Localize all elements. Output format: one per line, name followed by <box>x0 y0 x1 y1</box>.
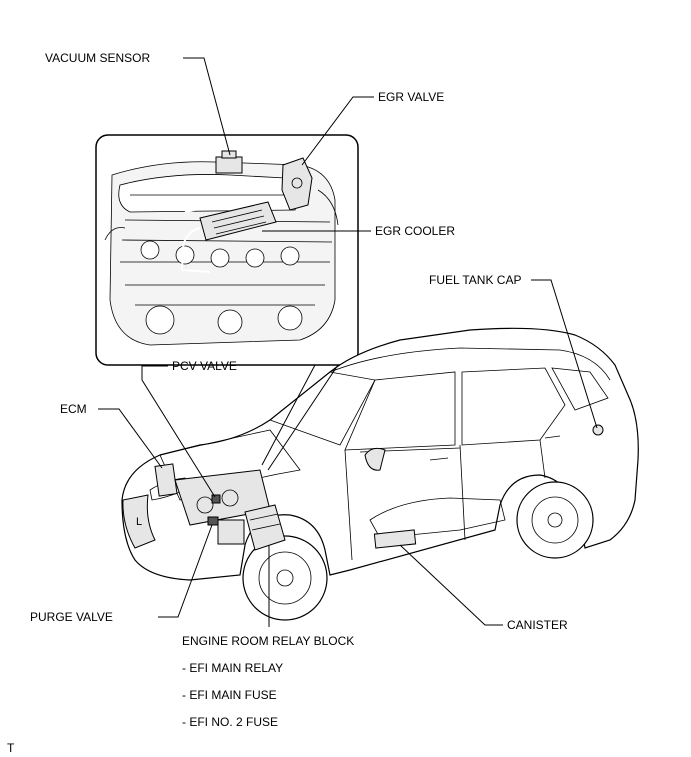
ecm-part <box>154 463 178 497</box>
brand-emblem-icon: L <box>136 516 142 528</box>
canister-part <box>373 529 417 549</box>
label-fuel-tank-cap: FUEL TANK CAP <box>429 273 521 287</box>
label-pcv-valve: PCV VALVE <box>172 359 237 373</box>
egr-valve-part <box>281 157 313 211</box>
label-egr-cooler: EGR COOLER <box>375 224 455 238</box>
purge-valve-part <box>207 516 219 526</box>
pcv-valve-part <box>211 494 221 504</box>
label-egr-valve: EGR VALVE <box>378 90 444 104</box>
label-canister: CANISTER <box>507 618 568 632</box>
footer-code: T <box>7 741 15 755</box>
vacuum-sensor-part <box>215 150 243 174</box>
rear-wheel <box>516 481 594 559</box>
relay-block-item: - EFI NO. 2 FUSE <box>182 715 278 729</box>
front-wheel <box>242 535 328 621</box>
label-engine-room-relay-block: ENGINE ROOM RELAY BLOCK <box>182 634 354 648</box>
fuel-tank-cap-part <box>592 424 604 436</box>
label-vacuum-sensor: VACUUM SENSOR <box>45 51 150 65</box>
vehicle-illustration: L <box>121 327 639 621</box>
egr-cooler-part <box>181 201 277 273</box>
label-purge-valve: PURGE VALVE <box>30 610 113 624</box>
engine-detail-inset <box>95 134 359 366</box>
fuel-tank <box>369 497 506 539</box>
relay-block-item: - EFI MAIN FUSE <box>182 688 277 702</box>
leader-lines <box>98 57 598 627</box>
label-ecm: ECM <box>60 402 87 416</box>
relay-block-item: - EFI MAIN RELAY <box>182 661 283 675</box>
